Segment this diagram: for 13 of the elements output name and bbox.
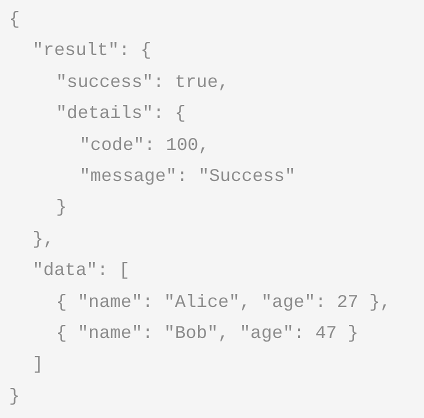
code-line: } [56, 197, 67, 220]
code-line: "success": true, [56, 72, 229, 94]
code-line: }, [32, 228, 54, 251]
code-line: "data": [ [32, 260, 130, 282]
code-line: "code": 100, [80, 134, 210, 157]
code-line: "message": "Success" [80, 166, 296, 188]
code-line: ] [32, 354, 44, 376]
code-line: "details": { [56, 103, 186, 126]
code-line: { "name": "Alice", "age": 27 }, [56, 292, 391, 314]
code-line: { [9, 9, 20, 31]
code-line: } [9, 386, 20, 408]
code-line: "result": { [32, 40, 152, 62]
code-line: { "name": "Bob", "age": 47 } [56, 323, 358, 345]
